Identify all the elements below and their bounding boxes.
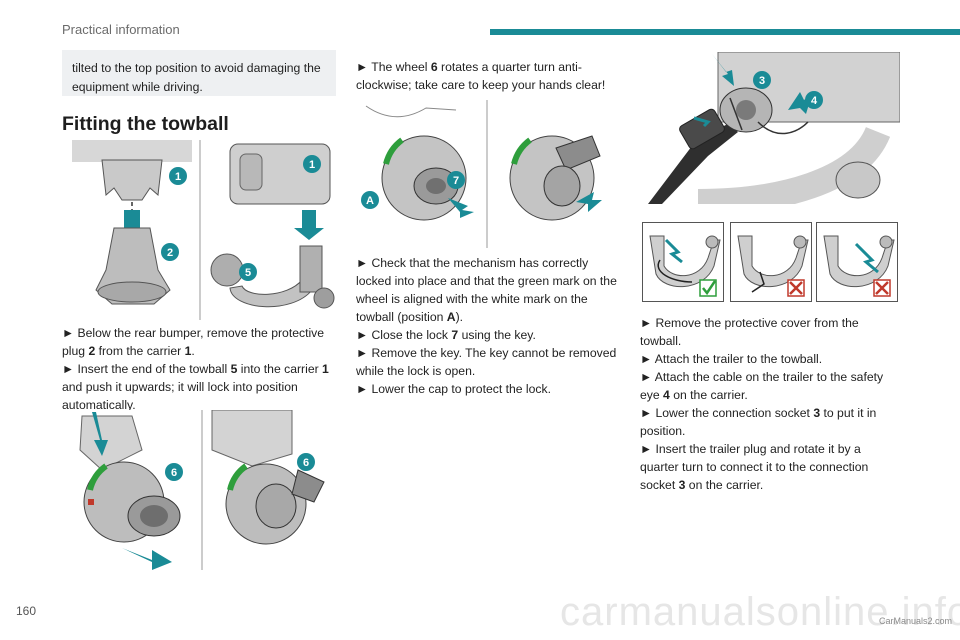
badge-4: 4 [805,91,823,109]
col3-step-1: ► Remove the protective cover from the t… [640,316,859,348]
col3-step-2: ► Attach the trailer to the towball. [640,352,823,366]
col3-step-5: ► Insert the trailer plug and rotate it … [640,442,869,492]
cross-icon [873,279,891,297]
callout-text: tilted to the top position to avoid dama… [72,61,321,94]
check-icon [699,279,717,297]
header-accent-bar [490,29,960,35]
badge-7: 7 [447,171,465,189]
site-watermark: carmanualsonline.info [560,590,960,634]
svg-text:4: 4 [811,95,818,107]
badge-1-right: 1 [303,155,321,173]
page-number: 160 [16,604,37,618]
svg-text:6: 6 [303,457,309,469]
svg-text:2: 2 [167,247,173,259]
svg-text:1: 1 [309,159,315,171]
badge-1-left: 1 [169,167,187,185]
svg-text:6: 6 [171,467,177,479]
wheel-rotation-illustration: 6 6 [62,410,338,570]
connection-socket-illustration: 3 4 [638,52,900,204]
col2-instructions: ► Check that the mechanism has correctly… [356,254,622,398]
badge-A: A [361,191,379,209]
svg-text:7: 7 [453,175,459,187]
col3-instructions: ► Remove the protective cover from the t… [640,314,902,494]
svg-text:A: A [366,195,374,207]
col2-intro: ► The wheel 6 rotates a quarter turn ant… [356,58,618,94]
running-header: Practical information [62,22,180,37]
watermark: CarManuals2.com [878,616,952,626]
lock-mechanism-illustration: A 7 [356,100,618,248]
badge-3: 3 [753,71,771,89]
col1-step-2: ► Insert the end of the towball 5 into t… [62,362,329,412]
svg-text:1: 1 [175,171,181,183]
col1-instructions: ► Below the rear bumper, remove the prot… [62,324,340,414]
badge-6-right: 6 [297,453,315,471]
col1-step-1: ► Below the rear bumper, remove the prot… [62,326,325,358]
badge-5: 5 [239,263,257,281]
cable-incorrect-panel-2 [816,222,898,302]
cross-icon [787,279,805,297]
callout-box: tilted to the top position to avoid dama… [62,50,336,96]
col3-step-3: ► Attach the cable on the trailer to the… [640,370,884,402]
section-heading: Fitting the towball [62,113,229,135]
col3-step-4: ► Lower the connection socket 3 to put i… [640,406,877,438]
svg-text:3: 3 [759,75,765,87]
cable-incorrect-panel-1 [730,222,812,302]
svg-text:5: 5 [245,267,251,279]
badge-2: 2 [161,243,179,261]
col2-step-2: ► Check that the mechanism has correctly… [356,256,617,324]
col2-step-1: ► The wheel 6 rotates a quarter turn ant… [356,60,606,92]
col2-step-5: ► Lower the cap to protect the lock. [356,382,551,396]
cable-correct-panel [642,222,724,302]
towball-insert-illustration: 1 2 1 5 [62,140,338,320]
col2-step-3: ► Close the lock 7 using the key. [356,328,536,342]
col2-step-4: ► Remove the key. The key cannot be remo… [356,346,617,378]
badge-6-left: 6 [165,463,183,481]
